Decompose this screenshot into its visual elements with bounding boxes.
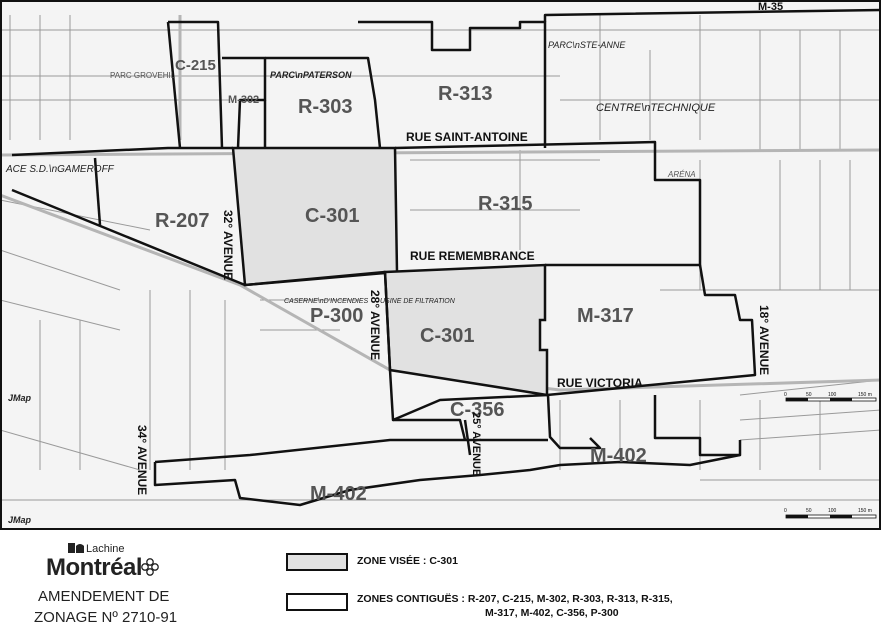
map-background [0,0,881,530]
jmap-logo-bottom: JMap [8,515,32,525]
lachine-logo-icon [68,543,84,553]
place-usine-filtration: USINE DE FILTRATION [380,298,456,305]
map-border [0,0,881,530]
legend-swatch-target-zone [286,553,348,571]
amendment-title-line2: ZONAGE Nº 2710-91 [34,609,178,626]
amendment-title-line1: AMENDEMENT DE [38,588,170,605]
zone-r313-border[interactable] [358,20,547,148]
brand-main: Montréal [46,554,143,581]
scale-top-150: 150 m [858,392,872,398]
scale-bar-top: 0 50 100 150 m [784,392,877,402]
label-m302[interactable]: M-302 [228,94,259,106]
label-c301-north[interactable]: C-301 [305,205,359,227]
zone-r207-top[interactable] [11,146,233,157]
label-c215[interactable]: C-215 [175,57,216,74]
street-34-avenue: 34° AVENUE [135,425,149,495]
label-r207[interactable]: R-207 [155,210,209,232]
zone-m402-north[interactable] [154,438,548,464]
scale-top-100: 100 [828,392,837,398]
zone-c215-border[interactable] [168,20,224,149]
street-saint-antoine: RUE SAINT-ANTOINE [406,130,528,144]
zone-r207-inner[interactable] [93,157,102,226]
place-gameroff: ACE S.D.\nGAMEROFF [5,164,115,175]
scale-bottom-150: 150 m [858,508,872,514]
place-caserne: CASERNE\nD'INCENDIES [284,298,369,305]
zone-c215-west[interactable] [166,21,182,149]
street-18-avenue: 18° AVENUE [757,305,771,375]
legend-panel: Lachine Montréal AMENDEMENT DE ZONAGE Nº… [0,530,881,628]
street-32-avenue: 32° AVENUE [221,210,235,280]
scale-top-0: 0 [784,392,787,398]
street-28-avenue: 28° AVENUE [368,290,382,360]
scale-bottom-100: 100 [828,508,837,514]
legend-zones-contigues-cont: M-317, M-402, C-356, P-300 [485,607,619,619]
target-zone-c301[interactable] [231,146,549,397]
jmap-logo-top: JMap [8,393,32,403]
zone-c356-inner[interactable] [463,419,472,456]
label-c356[interactable]: C-356 [450,399,504,421]
map-canvas[interactable]: C-215 M-302 R-303 R-313 R-207 C-301 R-31… [0,0,881,530]
zone-c356-east[interactable] [546,394,602,450]
background-streets [0,15,881,501]
scale-bar-bottom: 0 50 100 150 m [784,508,877,519]
scale-bottom-0: 0 [784,508,787,514]
zone-r207-south[interactable] [11,188,246,287]
contiguous-zones [11,8,881,507]
label-r303[interactable]: R-303 [298,96,352,118]
place-parc-grovehill: PARC GROVEHIL [110,71,176,80]
label-r315[interactable]: R-315 [478,193,532,215]
scale-bottom-50: 50 [806,508,812,514]
zone-r315-border[interactable] [394,140,702,267]
street-labels: RUE SAINT-ANTOINE RUE REMEMBRANCE RUE VI… [135,1,783,495]
scale-top-50: 50 [806,392,812,398]
street-25-avenue: 25° AVENUE [470,412,482,476]
street-victoria: RUE VICTORIA [557,376,643,390]
zone-c301-south[interactable] [383,263,549,397]
label-r313[interactable]: R-313 [438,83,492,105]
place-parc-paterson: PARC\nPATERSON [270,70,352,80]
place-centre-technique: CENTRE\nTECHNIQUE [596,102,716,114]
zone-m317-border[interactable] [546,264,757,397]
zone-north-border [543,8,881,22]
zone-r303-border[interactable] [265,56,382,149]
label-p300[interactable]: P-300 [310,305,363,327]
place-arena: ARÉNA [667,170,696,179]
zone-m402-south[interactable] [153,453,741,507]
street-m35: M-35 [758,1,783,13]
zone-m402-east-top[interactable] [653,395,742,457]
montreal-rosette-icon [141,558,159,576]
street-remembrance: RUE REMEMBRANCE [410,249,535,263]
legend-zone-visee: ZONE VISÉE : C-301 [357,555,458,567]
legend-zones-contigues: ZONES CONTIGUËS : R-207, C-215, M-302, R… [357,593,673,605]
legend-swatch-contiguous [286,593,348,611]
zone-c356-border[interactable] [388,369,549,422]
zone-labels: C-215 M-302 R-303 R-313 R-207 C-301 R-31… [155,57,647,505]
zone-c356-bottom[interactable] [393,418,467,441]
label-m317[interactable]: M-317 [577,305,634,327]
label-m402-east[interactable]: M-402 [590,445,647,467]
place-labels: PARC GROVEHIL PARC\nPATERSON PARC\nSTE-A… [5,40,716,525]
label-c301-south[interactable]: C-301 [420,325,474,347]
label-m402-west[interactable]: M-402 [310,483,367,505]
place-parc-ste-anne: PARC\nSTE-ANNE [548,40,626,50]
zoning-map[interactable]: C-215 M-302 R-303 R-313 R-207 C-301 R-31… [0,0,881,530]
zone-p300-border[interactable] [244,270,392,371]
brand-sub: Lachine [86,543,125,555]
